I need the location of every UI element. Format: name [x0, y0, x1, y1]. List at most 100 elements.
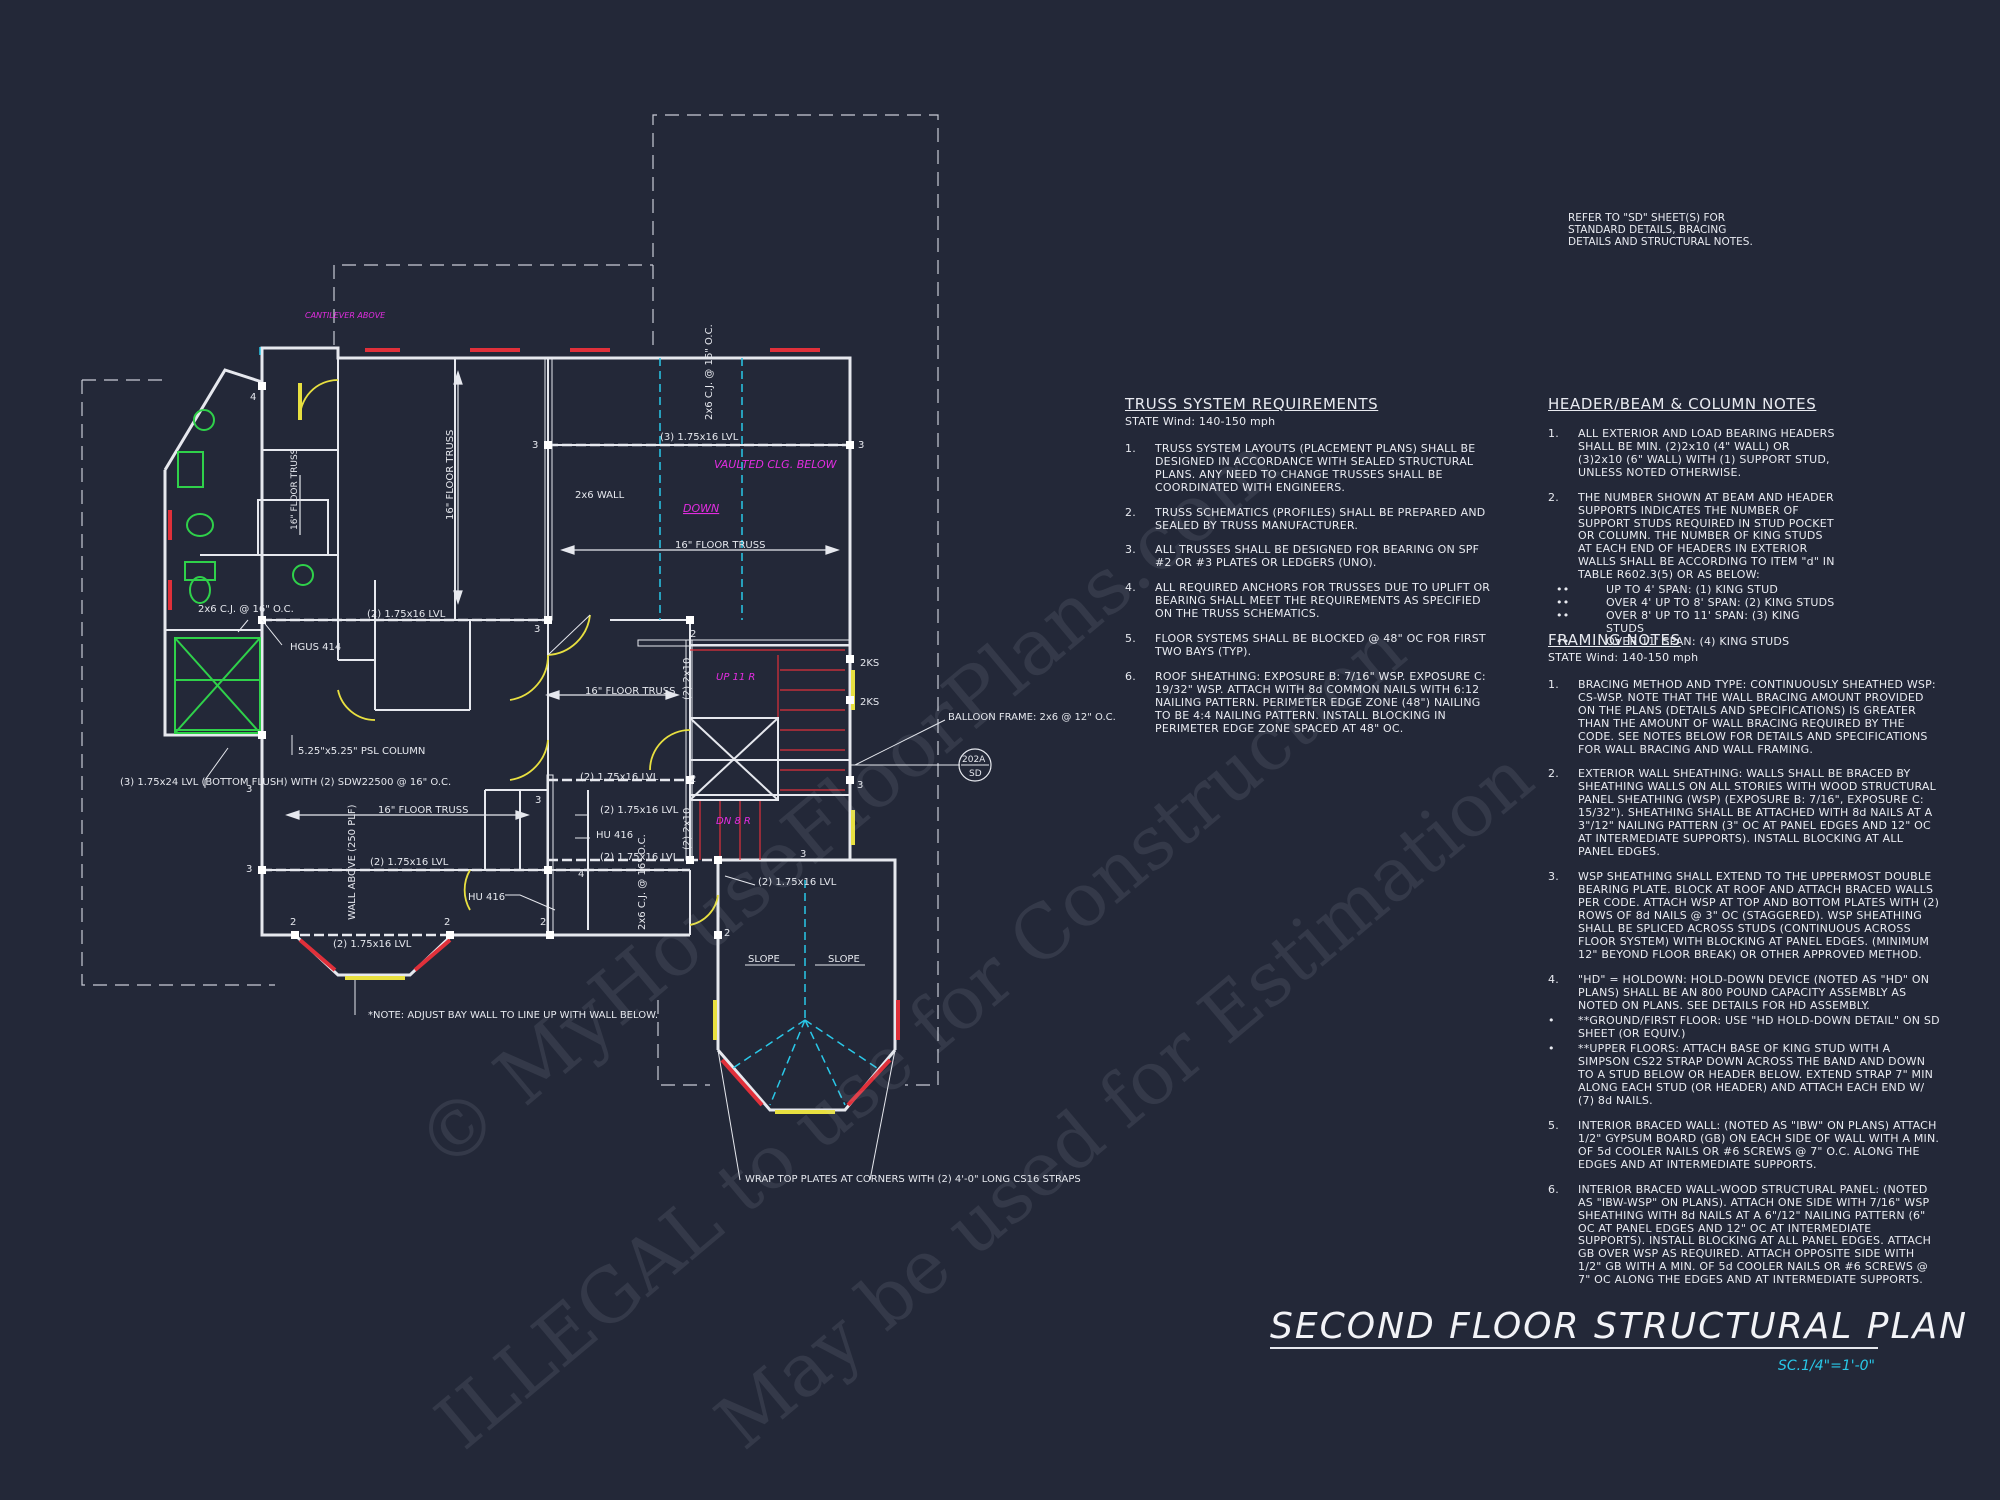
header-note-2: 2.THE NUMBER SHOWN AT BEAM AND HEADER SU…: [1548, 490, 1835, 582]
plan-labels: CANTILEVER ABOVE VAULTED CLG. BELOW DOWN…: [120, 311, 1116, 1185]
truss-note-2: 2.TRUSS SCHEMATICS (PROFILES) SHALL BE P…: [1125, 505, 1486, 532]
beams: [262, 443, 850, 937]
label-stud-3-b: 3: [858, 440, 864, 451]
label-floor-truss-small: 16" FLOOR TRUSS: [290, 448, 300, 530]
label-floor-truss-vertical: 16" FLOOR TRUSS: [445, 430, 456, 520]
truss-note-5: 5.FLOOR SYSTEMS SHALL BE BLOCKED @ 48" O…: [1125, 632, 1486, 659]
label-stud-4-a: 4: [250, 392, 256, 403]
detail-callout-circle: [958, 748, 992, 782]
label-wall-above: WALL ABOVE (250 PLF): [347, 804, 358, 920]
label-up: UP 11 R: [716, 672, 755, 683]
label-stud-2-b: 2: [690, 774, 696, 785]
framing-note-1: 1.BRACING METHOD AND TYPE: CONTINUOUSLY …: [1548, 677, 1936, 756]
label-floor-truss-a: 16" FLOOR TRUSS: [675, 540, 765, 551]
plan-scale: SC.1/4"=1'-0": [1778, 1358, 1875, 1374]
label-hu416-a: HU 416: [596, 830, 633, 841]
label-floor-truss-b: 16" FLOOR TRUSS: [585, 686, 675, 697]
label-stud-2-c: 2: [290, 917, 296, 928]
label-lvl-2-f: (2) 1.75x16 LVL: [758, 877, 837, 888]
truss-notes: TRUSS SYSTEM REQUIREMENTS STATE Wind: 14…: [1125, 395, 1493, 748]
label-detail-top: 202A: [962, 755, 986, 765]
label-wrap-note: WRAP TOP PLATES AT CORNERS WITH (2) 4'-0…: [745, 1174, 1081, 1185]
reference-note: REFER TO "SD" SHEET(S) FOR STANDARD DETA…: [1568, 212, 1753, 249]
label-2ks-b: 2KS: [860, 697, 879, 708]
doors: [299, 379, 719, 926]
header-note-1: 1.ALL EXTERIOR AND LOAD BEARING HEADERS …: [1548, 426, 1835, 479]
label-lvl-2-c: (2) 1.75x16 LVL: [600, 805, 679, 816]
framing-note-2: 2.EXTERIOR WALL SHEATHING: WALLS SHALL B…: [1548, 767, 1936, 859]
label-wall-2x6: 2x6 WALL: [575, 490, 625, 501]
vault-lines: [259, 345, 881, 1106]
label-lvl-3: (3) 1.75x16 LVL: [660, 432, 739, 443]
label-stair-2x10-b: (2) 2x10: [682, 808, 693, 850]
truss-note-4: 4.ALL REQUIRED ANCHORS FOR TRUSSES DUE T…: [1125, 581, 1491, 621]
label-stud-3-a: 3: [532, 440, 538, 451]
label-bay-note: *NOTE: ADJUST BAY WALL TO LINE UP WITH W…: [368, 1010, 658, 1021]
label-stair-2x10-a: (2) 2x10: [682, 658, 693, 700]
framing-note-5: 5.INTERIOR BRACED WALL: (NOTED AS "IBW" …: [1548, 1118, 1940, 1171]
label-stud-2-f: 2: [724, 928, 730, 939]
framing-note-6: 6.INTERIOR BRACED WALL-WOOD STRUCTURAL P…: [1548, 1182, 1932, 1287]
framing-note-4: 4."HD" = HOLDOWN: HOLD-DOWN DEVICE (NOTE…: [1548, 973, 1930, 1012]
label-lvl-2-e: (2) 1.75x16 LVL: [370, 857, 449, 868]
header-notes: HEADER/BEAM & COLUMN NOTES 1.ALL EXTERIO…: [1548, 395, 1838, 650]
header-bullet-3: ••OVER 8' UP TO 11' SPAN: (3) KING STUDS: [1556, 609, 1800, 636]
plan-title: SECOND FLOOR STRUCTURAL PLAN: [1270, 1306, 1969, 1347]
label-psl: 5.25"x5.25" PSL COLUMN: [298, 746, 425, 757]
framing-notes: FRAMING NOTES STATE Wind: 140-150 mph 1.…: [1548, 631, 1940, 1299]
framing-notes-list: 1.BRACING METHOD AND TYPE: CONTINUOUSLY …: [1548, 677, 1940, 1288]
framing-note-4b: •**UPPER FLOORS: ATTACH BASE OF KING STU…: [1548, 1041, 1934, 1107]
label-cj-a: 2x6 C.J. @ 16" O.C.: [704, 324, 715, 420]
plan-title-rule: [1270, 1347, 1878, 1349]
label-lvl-2-a: (2) 1.75x16 LVL: [367, 609, 446, 620]
truss-notes-subheading: STATE Wind: 140-150 mph: [1125, 414, 1276, 428]
label-stud-3-h: 3: [535, 795, 541, 806]
label-cantilever: CANTILEVER ABOVE: [305, 311, 386, 320]
label-stud-3-c: 3: [534, 624, 540, 635]
header-bullet-2: ••OVER 4' UP TO 8' SPAN: (2) KING STUDS: [1556, 596, 1835, 610]
leader-lines: [204, 619, 960, 1181]
truss-arrows: [285, 370, 840, 820]
header-notes-list: 1.ALL EXTERIOR AND LOAD BEARING HEADERS …: [1548, 426, 1838, 650]
truss-notes-heading: TRUSS SYSTEM REQUIREMENTS: [1125, 395, 1379, 413]
dashed-outlines: [81, 114, 939, 1086]
label-stud-3-d: 3: [246, 784, 252, 795]
label-balloon: BALLOON FRAME: 2x6 @ 12" O.C.: [948, 712, 1116, 723]
framing-note-4a: •**GROUND/FIRST FLOOR: USE "HD HOLD-DOWN…: [1548, 1013, 1940, 1040]
label-lvl-bottom: (3) 1.75x24 LVL (BOTTOM FLUSH) WITH (2) …: [120, 777, 451, 788]
label-stud-2-a: 2: [690, 629, 696, 640]
label-lvl-2-b: (2) 1.75x16 LVL: [580, 772, 659, 783]
truss-notes-list: 1.TRUSS SYSTEM LAYOUTS (PLACEMENT PLANS)…: [1125, 441, 1493, 736]
label-hu416-b: HU 416: [468, 892, 505, 903]
truss-note-1: 1.TRUSS SYSTEM LAYOUTS (PLACEMENT PLANS)…: [1125, 441, 1476, 494]
label-stud-3-f: 3: [857, 780, 863, 791]
truss-note-3: 3.ALL TRUSSES SHALL BE DESIGNED FOR BEAR…: [1125, 543, 1480, 570]
header-bullet-4: ••OVER 11' SPAN: (4) KING STUDS: [1556, 635, 1790, 649]
label-stud-2-e: 2: [540, 917, 546, 928]
header-notes-heading: HEADER/BEAM & COLUMN NOTES: [1548, 395, 1817, 413]
framing-notes-heading: FRAMING NOTES: [1548, 631, 1681, 649]
label-stud-4-b: 4: [578, 869, 584, 880]
label-floor-truss-c: 16" FLOOR TRUSS: [378, 805, 468, 816]
label-lvl-2-d: (2) 1.75x16 LVL: [600, 852, 679, 863]
label-stud-3-e: 3: [246, 864, 252, 875]
label-slope-b: SLOPE: [828, 954, 860, 965]
label-stud-3-g: 3: [800, 849, 806, 860]
header-bullet-1: ••UP TO 4' SPAN: (1) KING STUD: [1556, 583, 1779, 597]
label-hgus: HGUS 414: [290, 642, 341, 653]
truss-note-6: 6.ROOF SHEATHING: EXPOSURE B: 7/16" WSP.…: [1125, 670, 1486, 736]
label-down: DOWN: [683, 502, 719, 515]
label-cj-b: 2x6 C.J. @ 16" O.C.: [637, 834, 648, 930]
framing-notes-subheading: STATE Wind: 140-150 mph: [1548, 650, 1699, 664]
label-cj-c: 2x6 C.J. @ 16" O.C.: [198, 604, 294, 615]
label-2ks-a: 2KS: [860, 658, 879, 669]
framing-note-3: 3.WSP SHEATHING SHALL EXTEND TO THE UPPE…: [1548, 870, 1940, 962]
label-dn: DN 8 R: [716, 816, 751, 827]
label-vaulted: VAULTED CLG. BELOW: [714, 458, 838, 471]
label-detail-bottom: SD: [969, 769, 982, 779]
label-lvl-2-g: (2) 1.75x16 LVL: [333, 939, 412, 950]
bath-fixtures: [174, 409, 329, 734]
label-slope-a: SLOPE: [748, 954, 780, 965]
stair-landing: [689, 717, 850, 801]
